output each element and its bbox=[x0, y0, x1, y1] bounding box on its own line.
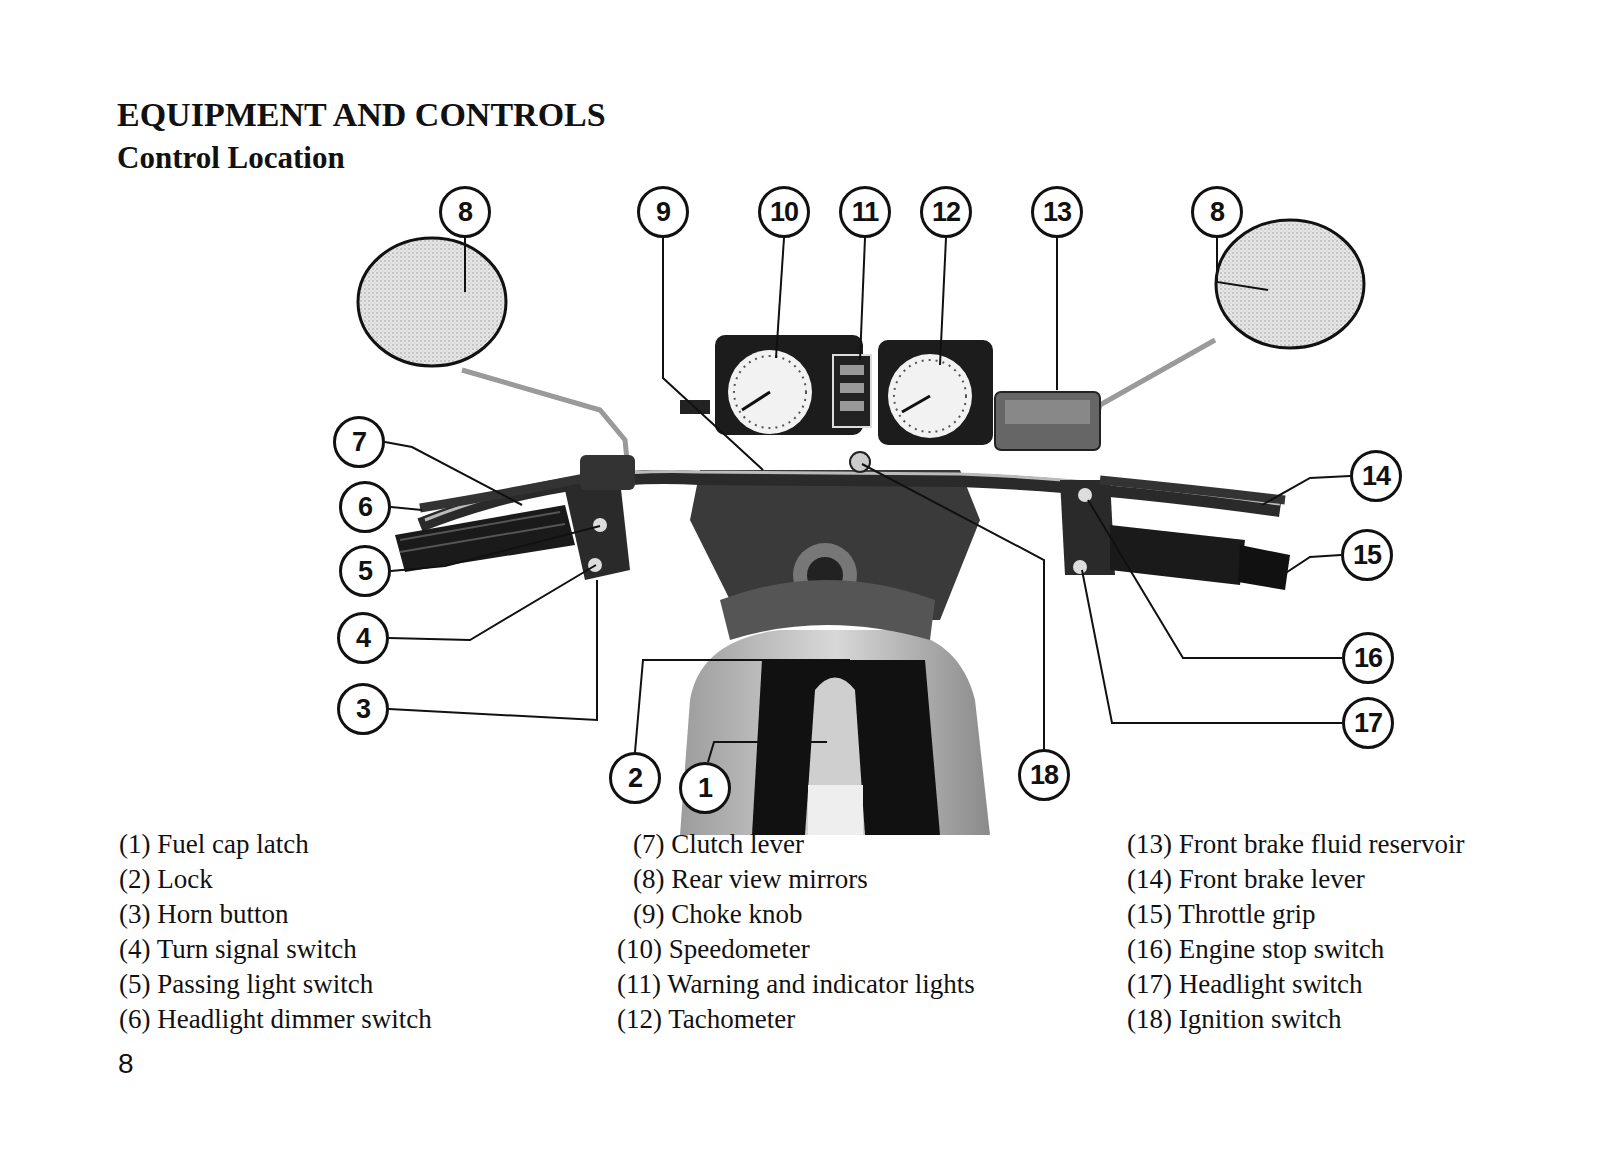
drawing-part bbox=[593, 518, 607, 532]
drawing-part bbox=[565, 480, 630, 580]
drawing-part bbox=[400, 524, 565, 552]
drawing-part bbox=[1078, 488, 1092, 502]
drawing-part bbox=[1100, 480, 1285, 500]
part-name: (8) Rear view mirrors bbox=[633, 864, 868, 895]
part-name: (1) Fuel cap latch bbox=[119, 829, 309, 860]
drawing-part bbox=[1090, 340, 1215, 440]
drawing-part bbox=[862, 464, 1044, 749]
drawing-part bbox=[1238, 545, 1290, 590]
drawing-part bbox=[389, 580, 597, 720]
drawing-part bbox=[752, 660, 940, 835]
drawing-part bbox=[1088, 500, 1342, 658]
drawing-part bbox=[580, 455, 635, 490]
drawing-part bbox=[1217, 238, 1268, 290]
drawing-part bbox=[1073, 560, 1087, 574]
drawing-part bbox=[894, 360, 966, 432]
part-name: (18) Ignition switch bbox=[1127, 1004, 1341, 1035]
drawing-part bbox=[840, 383, 864, 393]
motorcycle-photo bbox=[358, 220, 1364, 835]
drawing-part bbox=[1005, 400, 1090, 424]
drawing-part bbox=[400, 512, 560, 540]
drawing-part bbox=[391, 507, 422, 510]
leader-lines bbox=[385, 238, 1350, 762]
drawing-part bbox=[833, 355, 871, 427]
callout-number: 4 bbox=[337, 612, 389, 664]
part-name: (11) Warning and indicator lights bbox=[617, 969, 975, 1000]
callout-number: 15 bbox=[1341, 529, 1393, 581]
part-name: (12) Tachometer bbox=[617, 1004, 795, 1035]
part-name: (13) Front brake fluid reservoir bbox=[1127, 829, 1464, 860]
drawing-part bbox=[742, 392, 770, 410]
callout-number: 7 bbox=[333, 416, 385, 468]
drawing-part bbox=[940, 238, 946, 365]
drawing-part bbox=[1060, 480, 1115, 575]
page-number: 8 bbox=[118, 1048, 134, 1080]
callout-number: 11 bbox=[839, 186, 891, 238]
callout-number: 12 bbox=[920, 186, 972, 238]
part-name: (17) Headlight switch bbox=[1127, 969, 1362, 1000]
drawing-part bbox=[720, 580, 935, 640]
drawing-part bbox=[358, 238, 506, 366]
part-name: (15) Throttle grip bbox=[1127, 899, 1315, 930]
callout-number: 6 bbox=[339, 481, 391, 533]
drawing-part bbox=[1216, 220, 1364, 348]
drawing-part bbox=[389, 565, 596, 640]
callout-number: 8 bbox=[439, 186, 491, 238]
part-name: (16) Engine stop switch bbox=[1127, 934, 1384, 965]
drawing-part bbox=[808, 785, 863, 835]
drawing-part bbox=[995, 392, 1100, 450]
part-name: (9) Choke knob bbox=[633, 899, 802, 930]
part-name: (14) Front brake lever bbox=[1127, 864, 1365, 895]
drawing-part bbox=[663, 238, 763, 470]
drawing-part bbox=[805, 678, 865, 836]
part-name: (4) Turn signal switch bbox=[119, 934, 357, 965]
drawing-part bbox=[776, 238, 784, 358]
drawing-part bbox=[420, 475, 600, 508]
drawing-part bbox=[878, 340, 993, 445]
drawing-part bbox=[391, 526, 600, 571]
drawing-part bbox=[728, 350, 812, 434]
callout-number: 9 bbox=[637, 186, 689, 238]
drawing-part bbox=[888, 354, 972, 438]
part-name: (3) Horn button bbox=[119, 899, 288, 930]
part-name: (5) Passing light switch bbox=[119, 969, 373, 1000]
drawing-part bbox=[708, 742, 827, 762]
drawing-part bbox=[860, 238, 865, 360]
callout-number: 5 bbox=[339, 545, 391, 597]
part-name: (2) Lock bbox=[119, 864, 213, 895]
callout-number: 2 bbox=[609, 752, 661, 804]
callout-number: 16 bbox=[1342, 632, 1394, 684]
drawing-part bbox=[1082, 570, 1342, 723]
drawing-part bbox=[850, 452, 870, 472]
drawing-part bbox=[734, 356, 806, 428]
callout-number: 13 bbox=[1031, 186, 1083, 238]
drawing-part bbox=[635, 660, 850, 752]
drawing-part bbox=[1262, 476, 1350, 505]
callout-number: 1 bbox=[679, 762, 731, 814]
part-name: (10) Speedometer bbox=[617, 934, 810, 965]
part-name: (6) Headlight dimmer switch bbox=[119, 1004, 432, 1035]
drawing-part bbox=[1275, 555, 1341, 580]
page-title: EQUIPMENT AND CONTROLS bbox=[117, 96, 606, 134]
part-name: (7) Clutch lever bbox=[633, 829, 804, 860]
drawing-part bbox=[840, 401, 864, 411]
callout-number: 14 bbox=[1350, 450, 1402, 502]
drawing-part bbox=[902, 396, 930, 412]
callout-number: 8 bbox=[1191, 186, 1243, 238]
drawing-part bbox=[840, 365, 864, 375]
callout-number: 3 bbox=[337, 683, 389, 735]
callout-number: 17 bbox=[1342, 697, 1394, 749]
subtitle: Control Location bbox=[117, 140, 345, 176]
drawing-part bbox=[385, 442, 522, 505]
callout-number: 10 bbox=[758, 186, 810, 238]
drawing-part bbox=[1056, 238, 1058, 390]
callout-number: 18 bbox=[1018, 749, 1070, 801]
drawing-part bbox=[1110, 525, 1245, 585]
drawing-part bbox=[464, 238, 466, 292]
